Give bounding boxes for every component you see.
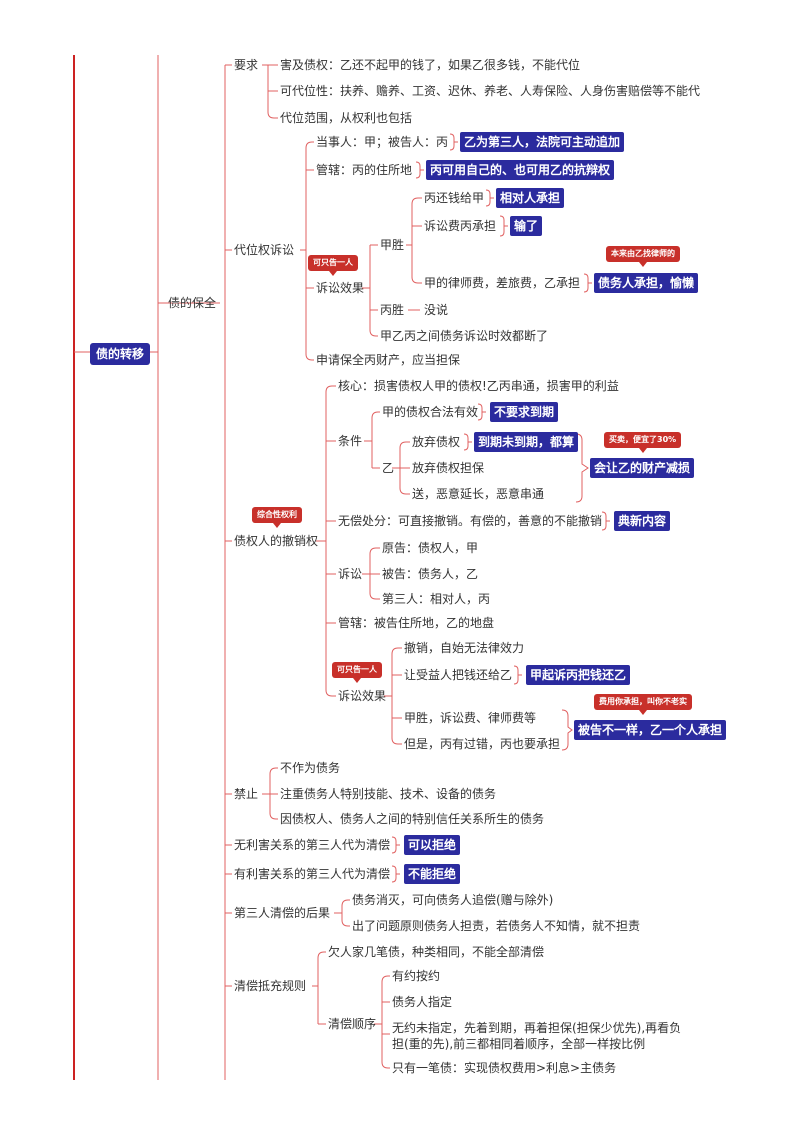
yaoqiu-item[interactable]: 可代位性：扶养、赡养、工资、迟休、养老、人寿保险、人身伤害赔偿等不能代 — [280, 84, 701, 98]
dichong-shunxu[interactable]: 清偿顺序 — [328, 1017, 377, 1031]
susong-item[interactable]: 原告：债权人，甲 — [382, 541, 479, 555]
jinzhi-item[interactable]: 不作为债务 — [280, 761, 341, 775]
susong-item[interactable]: 第三人：相对人，丙 — [382, 592, 491, 606]
tag-callout: 可只告一人 — [308, 255, 358, 276]
yi-item[interactable]: 送，恶意延长，恶意串通 — [412, 487, 545, 501]
note-highlight: 到期未到期，都算 — [474, 432, 579, 452]
jinzhi-item[interactable]: 注重债务人特别技能、技术、设备的债务 — [280, 787, 497, 801]
daiwei-xiaoguo[interactable]: 诉讼效果 — [316, 281, 365, 295]
note-highlight: 典新内容 — [614, 511, 671, 531]
shunxu-item[interactable]: 无约未指定，先着到期，再着担保(担保少优先),再看负担(重的先),前三都相同着顺… — [392, 1021, 682, 1051]
topic-dichong[interactable]: 清偿抵充规则 — [234, 979, 307, 993]
chexiao-hexin[interactable]: 核心：损害债权人甲的债权!乙丙串通，损害甲的利益 — [338, 379, 619, 393]
topic-houguo[interactable]: 第三人清偿的后果 — [234, 906, 331, 920]
chexiao-wuchang[interactable]: 无偿处分：可直接撤销。有偿的，善意的不能撤销 — [338, 514, 603, 528]
yaoqiu-item[interactable]: 害及债权：乙还不起甲的钱了，如果乙很多钱，不能代位 — [280, 58, 581, 72]
jiasheng-item[interactable]: 甲的律师费，差旅费，乙承担 — [424, 276, 581, 290]
xiaoguo-item[interactable]: 甲胜，诉讼费、律师费等 — [404, 711, 537, 725]
note-highlight: 债务人承担，愉懒 — [594, 273, 699, 293]
houguo-item[interactable]: 出了问题原则债务人担责，若债务人不知情，就不担责 — [352, 919, 641, 933]
yaoqiu-item[interactable]: 代位范围，从权利也包括 — [280, 111, 413, 125]
topic-yaoqiu[interactable]: 要求 — [234, 58, 259, 72]
jiasheng-item[interactable]: 丙还钱给甲 — [424, 191, 485, 205]
tiaojian-yi[interactable]: 乙 — [382, 461, 395, 475]
tag-callout: 买卖，便宜了30% — [604, 432, 682, 453]
chexiao-susong[interactable]: 诉讼 — [338, 567, 363, 581]
xiaoguo-item[interactable]: 但是，丙有过错，丙也要承担 — [404, 737, 561, 751]
chexiao-xiaoguo[interactable]: 诉讼效果 — [338, 689, 387, 703]
daiwei-jiasheng[interactable]: 甲胜 — [380, 238, 405, 252]
xiaoguo-item[interactable]: 撤销，自始无法律效力 — [404, 641, 525, 655]
topic-baoquan[interactable]: 债的保全 — [168, 296, 217, 310]
jiasheng-item[interactable]: 诉讼费丙承担 — [424, 219, 497, 233]
dichong-a[interactable]: 欠人家几笔债，种类相同，不能全部清偿 — [328, 945, 545, 959]
note-highlight: 相对人承担 — [496, 188, 565, 208]
tag-callout: 可只告一人 — [332, 662, 382, 683]
xiaoguo-item[interactable]: 让受益人把钱还给乙 — [404, 668, 513, 682]
note-highlight: 丙可用自己的、也可用乙的抗辩权 — [426, 160, 615, 180]
chexiao-tiaojian[interactable]: 条件 — [338, 434, 363, 448]
yi-item[interactable]: 放弃债权 — [412, 435, 461, 449]
topic-youlihai[interactable]: 有利害关系的第三人代为清偿 — [234, 867, 391, 881]
daiwei-bingsheng[interactable]: 丙胜 — [380, 303, 405, 317]
daiwei-guanxia[interactable]: 管辖：丙的住所地 — [316, 163, 413, 177]
shunxu-item[interactable]: 只有一笔债：实现债权费用>利息>主债务 — [392, 1061, 617, 1075]
daiwei-shixiao[interactable]: 甲乙丙之间债务诉讼时效都断了 — [380, 329, 549, 343]
shunxu-item[interactable]: 债务人指定 — [392, 995, 453, 1009]
houguo-item[interactable]: 债务消灭，可向债务人追偿(赠与除外) — [352, 893, 554, 907]
jinzhi-item[interactable]: 因债权人、债务人之间的特别信任关系所生的债务 — [280, 812, 545, 826]
note-highlight: 被告不一样，乙一个人承担 — [574, 720, 727, 740]
note-highlight: 甲起诉丙把钱还乙 — [526, 665, 631, 685]
topic-jinzhi[interactable]: 禁止 — [234, 787, 259, 801]
tag-callout: 综合性权利 — [252, 507, 302, 528]
susong-item[interactable]: 被告：债务人，乙 — [382, 567, 479, 581]
note-highlight: 输了 — [510, 216, 543, 236]
topic-chexiao[interactable]: 债权人的撤销权 — [234, 534, 319, 548]
topic-wulihai[interactable]: 无利害关系的第三人代为清偿 — [234, 838, 391, 852]
note-highlight: 乙为第三人，法院可主动追加 — [460, 132, 625, 152]
tag-callout: 本来由乙找律师的 — [606, 246, 680, 267]
shunxu-item[interactable]: 有约按约 — [392, 969, 441, 983]
note-highlight: 不要求到期 — [490, 402, 559, 422]
chexiao-guanxia[interactable]: 管辖：被告住所地，乙的地盘 — [338, 616, 495, 630]
note-highlight: 不能拒绝 — [404, 864, 461, 884]
topic-daiwei[interactable]: 代位权诉讼 — [234, 243, 295, 257]
daiwei-shenqing[interactable]: 申请保全丙财产，应当担保 — [316, 353, 461, 367]
daiwei-dangshiren[interactable]: 当事人：甲；被告人：丙 — [316, 135, 449, 149]
yi-item[interactable]: 放弃债权担保 — [412, 461, 485, 475]
note-highlight: 会让乙的财产减损 — [590, 458, 695, 478]
tiaojian-a[interactable]: 甲的债权合法有效 — [382, 405, 479, 419]
bingsheng-note[interactable]: 没说 — [424, 303, 449, 317]
root-topic[interactable]: 债的转移 — [90, 343, 151, 365]
note-highlight: 可以拒绝 — [404, 835, 461, 855]
tag-callout: 费用你承担，叫你不老实 — [594, 694, 692, 715]
